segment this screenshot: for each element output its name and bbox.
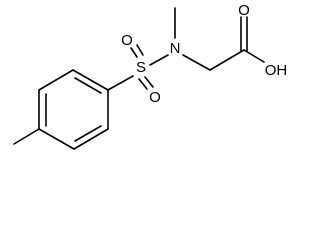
ring-double-bond [74, 77, 102, 94]
ring-double-bond [74, 125, 102, 142]
ring-sulfur-bond [107, 75, 134, 91]
hydroxyl-label: OH [265, 62, 288, 79]
benzene-ring [38, 69, 109, 150]
ring-bond [73, 128, 109, 150]
chemical-structure: S O O N O OH [13, 2, 288, 150]
oxygen-bottom-label: O [149, 89, 161, 106]
ring-bond [38, 69, 74, 91]
ring-bond [38, 128, 75, 150]
sulfur-label: S [136, 59, 146, 76]
nitrogen-label: N [170, 40, 181, 57]
sulfur-nitrogen-bond [149, 54, 169, 66]
carbonyl-oxygen-label: O [238, 2, 250, 19]
oxygen-top-label: O [121, 32, 133, 49]
sulfonyl-top-double-bond [130, 44, 144, 58]
nitrogen-ch2-bond [182, 54, 211, 71]
carbonyl-double-bond [240, 16, 248, 52]
ch2-carbonyl-bond [209, 49, 245, 71]
methyl-bond [13, 128, 40, 145]
ring-bond [72, 69, 109, 91]
carboxyl-oh-bond [243, 49, 265, 63]
sulfonyl-bottom-double-bond [138, 76, 154, 90]
